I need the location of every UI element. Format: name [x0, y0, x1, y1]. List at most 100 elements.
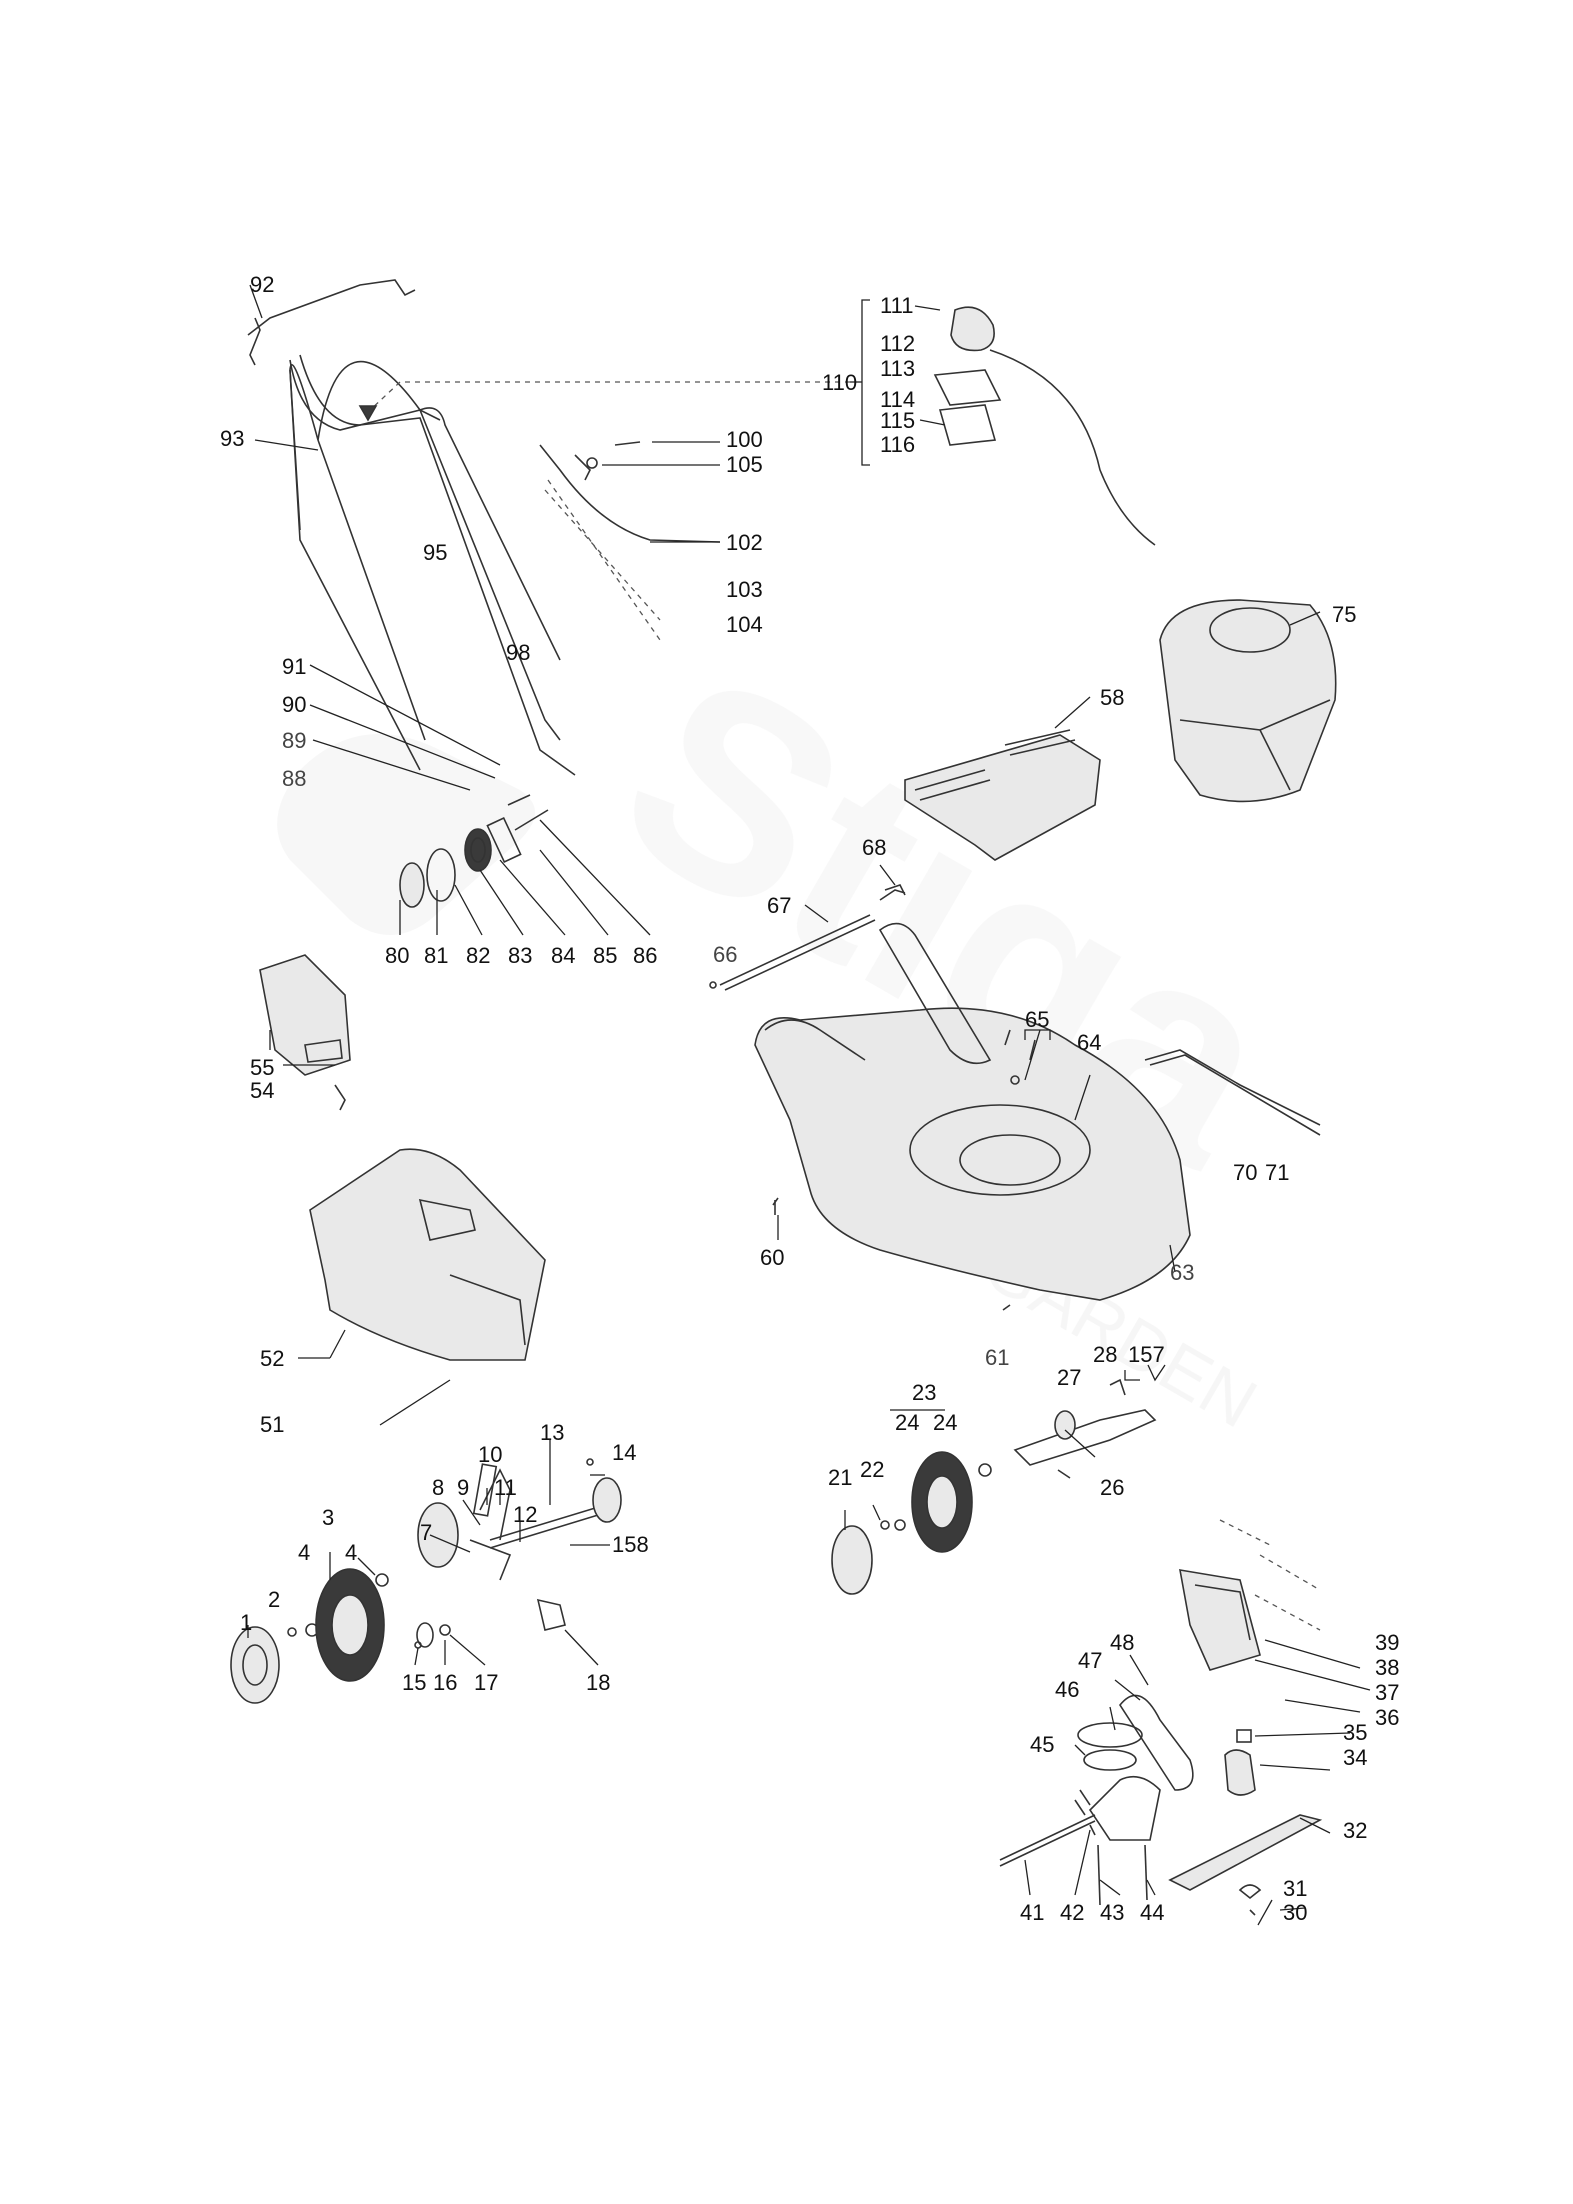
label-44: 44	[1140, 1900, 1164, 1925]
part-labels: 92 93 95 98 91 90 89 88 80 81 82 83 84 8…	[220, 272, 1399, 1925]
label-55: 55	[250, 1055, 274, 1080]
label-52: 52	[260, 1346, 284, 1371]
label-34: 34	[1343, 1745, 1367, 1770]
label-104: 104	[726, 612, 763, 637]
label-41: 41	[1020, 1900, 1044, 1925]
label-28: 28	[1093, 1342, 1117, 1367]
label-88: 88	[282, 766, 306, 791]
label-110: 110	[822, 370, 857, 395]
label-22: 22	[860, 1457, 884, 1482]
knob-part	[399, 862, 425, 908]
rear-flap-part	[259, 954, 351, 1111]
label-112: 112	[880, 331, 915, 356]
label-100: 100	[726, 427, 763, 452]
label-83: 83	[508, 943, 532, 968]
label-27: 27	[1057, 1365, 1081, 1390]
upper-bar-part	[247, 279, 416, 336]
label-85: 85	[593, 943, 617, 968]
grass-bag-part	[309, 1148, 546, 1361]
label-39: 39	[1375, 1630, 1399, 1655]
label-1: 1	[240, 1610, 252, 1635]
label-11: 11	[494, 1475, 517, 1500]
label-30: 30	[1283, 1900, 1307, 1925]
front-wheel-assembly	[831, 1378, 1157, 1595]
control-cable-part	[539, 444, 721, 543]
label-65: 65	[1025, 1007, 1049, 1032]
label-24a: 24	[895, 1410, 919, 1435]
engine-cover-part	[904, 729, 1101, 861]
label-10: 10	[478, 1442, 502, 1467]
label-54: 54	[250, 1078, 274, 1103]
label-114: 114	[880, 387, 915, 412]
main-handle-part	[289, 360, 441, 531]
label-98: 98	[506, 640, 530, 665]
label-2: 2	[268, 1587, 280, 1612]
label-24b: 24	[933, 1410, 957, 1435]
handle-assembly	[247, 279, 721, 908]
label-3: 3	[322, 1505, 334, 1530]
label-18: 18	[586, 1670, 610, 1695]
label-82: 82	[466, 943, 490, 968]
label-116: 116	[880, 432, 915, 457]
label-84: 84	[551, 943, 575, 968]
label-92: 92	[250, 272, 274, 297]
label-7: 7	[420, 1520, 432, 1545]
label-71: 71	[1265, 1160, 1289, 1185]
label-37: 37	[1375, 1680, 1399, 1705]
label-75: 75	[1332, 602, 1356, 627]
label-95: 95	[423, 540, 447, 565]
label-67: 67	[767, 893, 791, 918]
label-31: 31	[1283, 1876, 1307, 1901]
engine-part	[1159, 599, 1337, 803]
label-105: 105	[726, 452, 763, 477]
label-89: 89	[282, 728, 306, 753]
label-36: 36	[1375, 1705, 1399, 1730]
label-70: 70	[1233, 1160, 1257, 1185]
label-15: 15	[402, 1670, 426, 1695]
label-103: 103	[726, 577, 763, 602]
label-91: 91	[282, 654, 306, 679]
label-47: 47	[1078, 1648, 1102, 1673]
label-66: 66	[713, 942, 737, 967]
mower-deck-part	[709, 884, 1321, 1301]
label-157: 157	[1128, 1342, 1165, 1367]
label-23: 23	[912, 1380, 936, 1405]
label-45: 45	[1030, 1732, 1054, 1757]
control-lever-assembly	[850, 299, 1156, 546]
label-26: 26	[1100, 1475, 1124, 1500]
label-35: 35	[1343, 1720, 1367, 1745]
label-42: 42	[1060, 1900, 1084, 1925]
label-113: 113	[880, 356, 915, 381]
label-32: 32	[1343, 1818, 1367, 1843]
label-51: 51	[260, 1412, 284, 1437]
label-63: 63	[1170, 1260, 1194, 1285]
label-61: 61	[985, 1345, 1009, 1370]
rear-wheel-assembly	[230, 1458, 622, 1704]
label-12: 12	[513, 1502, 537, 1527]
label-68: 68	[862, 835, 886, 860]
label-14: 14	[612, 1440, 636, 1465]
label-58: 58	[1100, 685, 1124, 710]
label-48: 48	[1110, 1630, 1134, 1655]
label-158: 158	[612, 1532, 649, 1557]
label-17: 17	[474, 1670, 498, 1695]
label-13: 13	[540, 1420, 564, 1445]
label-111: 111	[880, 293, 913, 318]
label-38: 38	[1375, 1655, 1399, 1680]
label-9: 9	[457, 1475, 469, 1500]
gearbox-blade-assembly	[999, 1519, 1323, 1916]
label-93: 93	[220, 426, 244, 451]
label-21: 21	[828, 1465, 852, 1490]
label-60: 60	[760, 1245, 784, 1270]
lever-bracket	[861, 299, 870, 466]
label-90: 90	[282, 692, 306, 717]
misc-hardware	[772, 889, 1020, 1311]
label-86: 86	[633, 943, 657, 968]
label-46: 46	[1055, 1677, 1079, 1702]
label-43: 43	[1100, 1900, 1124, 1925]
label-4: 4	[298, 1540, 310, 1565]
label-80: 80	[385, 943, 409, 968]
label-16: 16	[433, 1670, 457, 1695]
label-64: 64	[1077, 1030, 1101, 1055]
